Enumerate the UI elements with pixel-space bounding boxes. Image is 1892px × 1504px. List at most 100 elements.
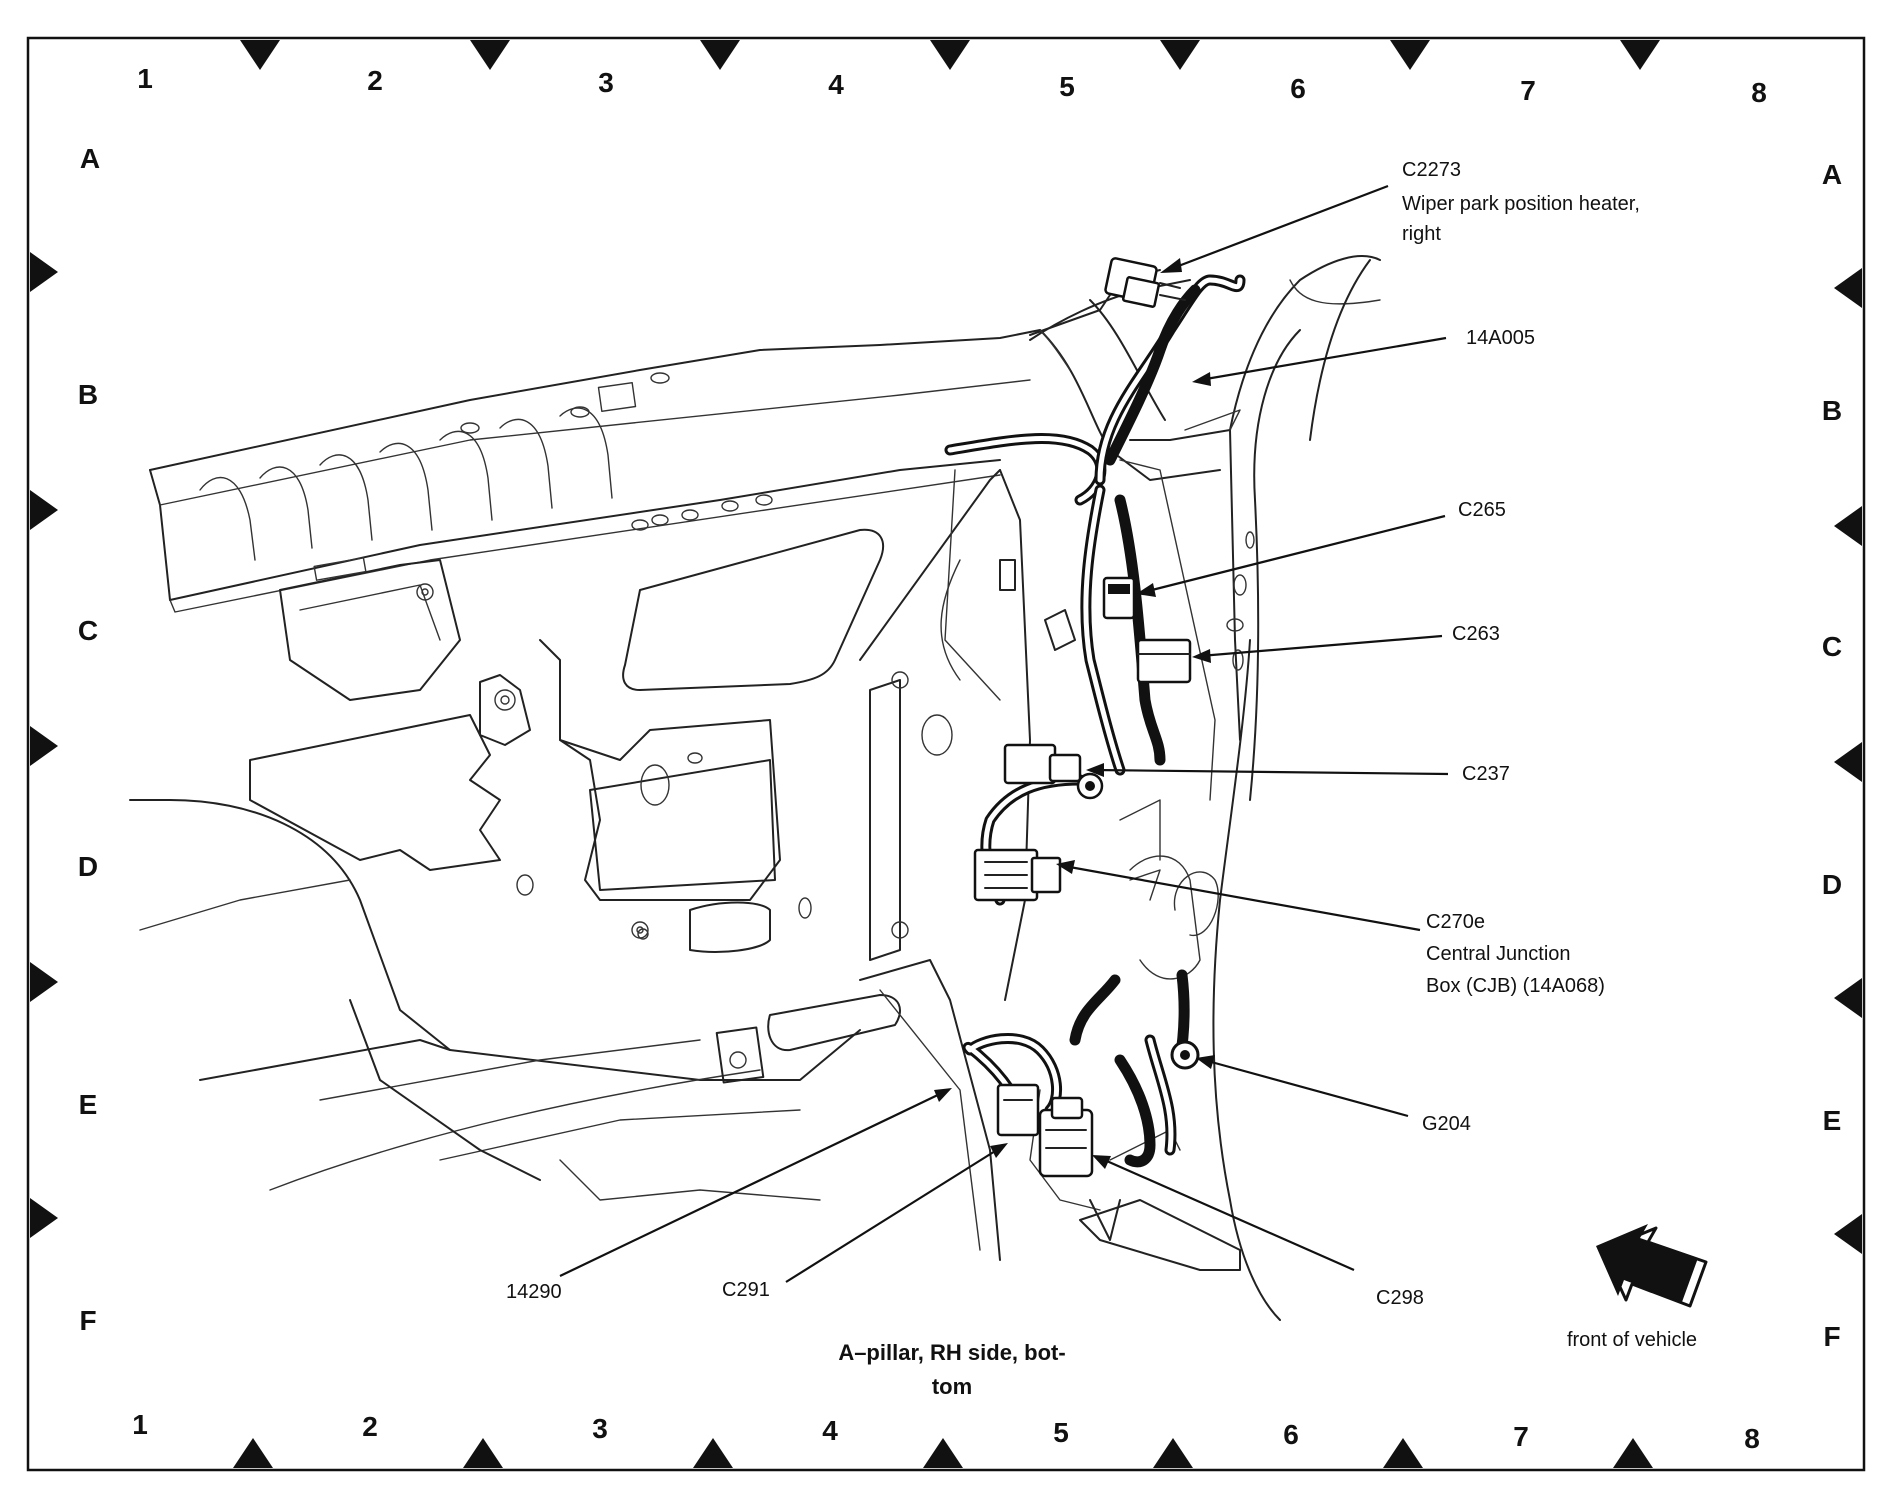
- leader-c270e-arrowhead: [1056, 860, 1075, 874]
- label-c270e-desc-line2: Box (CJB) (14A068): [1426, 975, 1605, 997]
- ground-g204-shape: [1170, 1040, 1200, 1070]
- label-g204: G204: [1422, 1113, 1471, 1135]
- label-14290: 14290: [506, 1281, 562, 1303]
- front-of-vehicle-indicator: front of vehicle: [1567, 1224, 1708, 1351]
- front-of-vehicle-label: front of vehicle: [1567, 1329, 1697, 1351]
- marker-right-2: [1834, 506, 1862, 546]
- marker-right-5: [1834, 1214, 1862, 1254]
- label-c2273: C2273: [1402, 159, 1461, 181]
- label-c270e: C270e: [1426, 911, 1485, 933]
- marker-top-2: [470, 40, 510, 70]
- col-label-top-7: 7: [1520, 75, 1536, 106]
- marker-bottom-6: [1383, 1438, 1423, 1468]
- leader-c298: [1099, 1156, 1355, 1272]
- col-label-bottom-8: 8: [1744, 1423, 1760, 1454]
- connector-c263-shape: [1136, 638, 1192, 684]
- top-grid-markers: [240, 40, 1660, 70]
- leader-g204: [1203, 1058, 1409, 1118]
- marker-bottom-5: [1153, 1438, 1193, 1468]
- label-14a005: 14A005: [1466, 327, 1535, 349]
- marker-bottom-3: [693, 1438, 733, 1468]
- col-label-bottom-2: 2: [362, 1411, 378, 1442]
- leader-14290-arrowhead: [934, 1088, 952, 1102]
- callout-labels: C2273 Wiper park position heater, right …: [506, 159, 1640, 1309]
- row-label-left-f: F: [79, 1305, 96, 1336]
- marker-top-1: [240, 40, 280, 70]
- diagram-caption: A–pillar, RH side, bot- tom: [838, 1340, 1065, 1399]
- leader-c270e: [1063, 864, 1421, 932]
- row-label-right-f: F: [1823, 1321, 1840, 1352]
- label-c2273-desc-line1: Wiper park position heater,: [1402, 193, 1640, 215]
- col-label-bottom-3: 3: [592, 1413, 608, 1444]
- front-arrow-icon: [1596, 1224, 1708, 1308]
- leader-c298-arrowhead: [1092, 1155, 1111, 1169]
- leader-c263-arrowhead: [1192, 649, 1211, 663]
- col-label-bottom-4: 4: [822, 1415, 838, 1446]
- row-label-right-b: B: [1822, 395, 1842, 426]
- marker-bottom-2: [463, 1438, 503, 1468]
- leader-14a005-arrowhead: [1192, 372, 1211, 386]
- label-c263: C263: [1452, 623, 1500, 645]
- col-label-top-4: 4: [828, 69, 844, 100]
- marker-right-3: [1834, 742, 1862, 782]
- row-label-left-b: B: [78, 379, 98, 410]
- connector-c2273-shape: [1104, 257, 1186, 308]
- marker-left-1: [30, 252, 58, 292]
- marker-top-5: [1160, 40, 1200, 70]
- leader-c265: [1143, 514, 1446, 594]
- row-label-right-d: D: [1822, 869, 1842, 900]
- label-c270e-desc-line1: Central Junction: [1426, 943, 1571, 965]
- connector-c237-shape: [1003, 743, 1104, 800]
- col-label-top-5: 5: [1059, 71, 1075, 102]
- connector-c265-shape: [1102, 576, 1136, 620]
- connector-c270e-shape: [973, 848, 1062, 902]
- right-grid-markers: [1834, 268, 1862, 1254]
- connector-c291-shape: [996, 1083, 1040, 1137]
- leader-c237-arrowhead: [1086, 763, 1104, 777]
- marker-right-1: [1834, 268, 1862, 308]
- leader-c291: [785, 1147, 1001, 1283]
- diagram-frame: [26, 36, 1866, 1472]
- marker-bottom-7: [1613, 1438, 1653, 1468]
- leader-c2273: [1167, 184, 1389, 272]
- row-label-right-c: C: [1822, 631, 1842, 662]
- leader-g204-arrowhead: [1196, 1055, 1215, 1069]
- leader-c263: [1199, 634, 1443, 658]
- wiring-harnesses: [944, 274, 1246, 1168]
- row-label-right-e: E: [1823, 1105, 1842, 1136]
- col-label-top-8: 8: [1751, 77, 1767, 108]
- marker-top-6: [1390, 40, 1430, 70]
- column-labels-bottom: 1 2 3 4 5 6 7 8: [132, 1409, 1760, 1454]
- vehicle-body-illustration: [129, 255, 1381, 1321]
- marker-right-4: [1834, 978, 1862, 1018]
- leader-c265-arrowhead: [1136, 583, 1156, 597]
- leader-c237: [1093, 768, 1449, 776]
- row-labels-right: A B C D E F: [1822, 159, 1842, 1352]
- label-c298: C298: [1376, 1287, 1424, 1309]
- col-label-bottom-1: 1: [132, 1409, 148, 1440]
- leader-lines: [559, 184, 1449, 1283]
- leader-c291-arrowhead: [990, 1143, 1008, 1158]
- row-label-right-a: A: [1822, 159, 1842, 190]
- marker-bottom-4: [923, 1438, 963, 1468]
- col-label-bottom-7: 7: [1513, 1421, 1529, 1452]
- marker-left-2: [30, 490, 58, 530]
- connector-c298-shape: [1038, 1096, 1094, 1178]
- col-label-top-2: 2: [367, 65, 383, 96]
- caption-line1: A–pillar, RH side, bot-: [838, 1340, 1065, 1365]
- row-label-left-d: D: [78, 851, 98, 882]
- col-label-bottom-5: 5: [1053, 1417, 1069, 1448]
- leader-c2273-arrowhead: [1160, 258, 1182, 273]
- leader-14a005: [1199, 336, 1447, 382]
- col-label-top-6: 6: [1290, 73, 1306, 104]
- label-c265: C265: [1458, 499, 1506, 521]
- marker-bottom-1: [233, 1438, 273, 1468]
- bottom-grid-markers: [233, 1438, 1653, 1468]
- label-c291: C291: [722, 1279, 770, 1301]
- marker-left-5: [30, 1198, 58, 1238]
- row-label-left-c: C: [78, 615, 98, 646]
- marker-left-4: [30, 962, 58, 1002]
- left-grid-markers: [30, 252, 58, 1238]
- connectors: [973, 257, 1200, 1178]
